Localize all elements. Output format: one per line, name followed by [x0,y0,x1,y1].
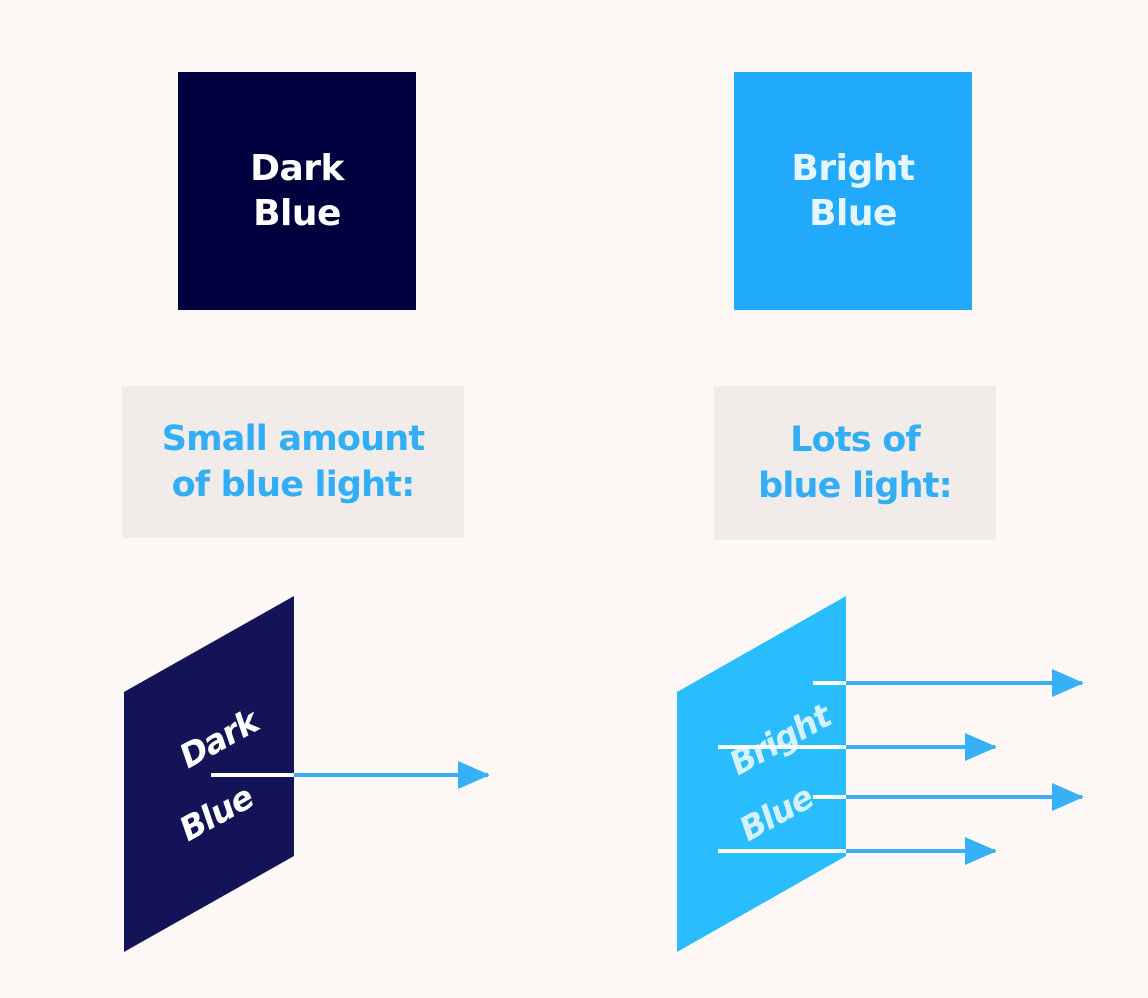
dark-panel-shape [124,596,294,952]
bright-blue-panel: Bright Blue [677,596,1084,952]
bright-swatch-line1: Bright [791,148,915,189]
caption-left-line1: Small amount [161,419,425,459]
caption-lots-of: Lots of blue light: [714,386,996,540]
caption-left-line2: of blue light: [171,465,416,505]
bright-swatch-line2: Blue [809,193,897,234]
bright-blue-swatch: Bright Blue [734,72,972,310]
dark-blue-panel: Dark Blue [124,596,490,952]
dark-swatch-line1: Dark [250,148,344,189]
caption-right-line1: Lots of [790,420,921,460]
dark-blue-swatch: Dark Blue [178,72,416,310]
caption-right-line2: blue light: [758,466,953,506]
bright-panel-shape [677,596,846,952]
caption-small-amount: Small amount of blue light: [122,386,464,538]
dark-swatch-line2: Blue [253,193,341,234]
